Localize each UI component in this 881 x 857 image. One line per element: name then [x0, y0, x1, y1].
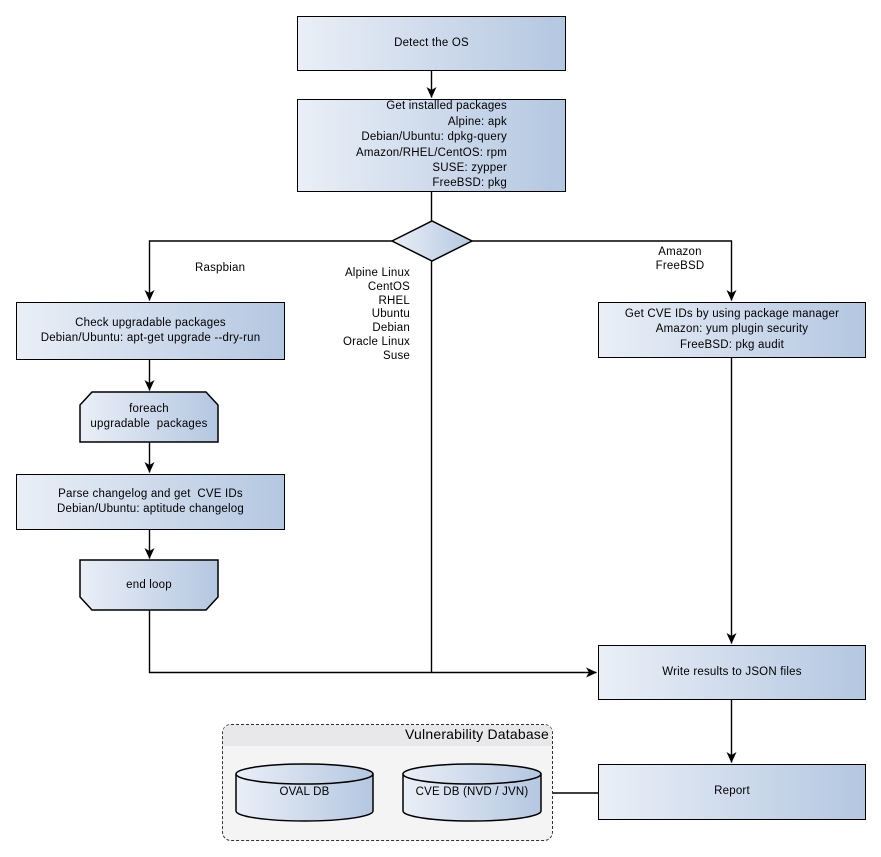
- loop-start-label-wrap: foreach upgradable packages: [80, 392, 218, 442]
- node-get-installed-packages-label: Get installed packages Alpine: apk Debia…: [356, 100, 507, 190]
- edge-label-raspbian: Raspbian: [195, 262, 246, 274]
- node-write-results-json: Write results to JSON files: [598, 645, 866, 700]
- node-detect-os-label: Detect the OS: [394, 36, 469, 49]
- cve-db-label: CVE DB (NVD / JVN): [415, 786, 529, 798]
- loop-end-label-text: end loop: [126, 578, 172, 591]
- node-check-upgradable-packages: Check upgradable packages Debian/Ubuntu:…: [16, 302, 285, 360]
- edge-decision-to-check-raspbian: [144, 240, 392, 301]
- decision-diamond: [390, 220, 474, 262]
- loop-start-label: foreach upgradable packages: [90, 403, 208, 430]
- node-check-upgradable-packages-label: Check upgradable packages Debian/Ubuntu:…: [40, 316, 261, 344]
- node-get-installed-packages: Get installed packages Alpine: apk Debia…: [297, 99, 566, 192]
- cylinder-oval-db-top: [235, 763, 374, 785]
- node-get-cve-ids-label: Get CVE IDs by using package manager Ama…: [624, 307, 840, 351]
- edge-label-amazon-freebsd: Amazon FreeBSD: [655, 246, 705, 272]
- cylinder-oval-db-body: [235, 774, 374, 822]
- node-parse-changelog: Parse changelog and get CVE IDs Debian/U…: [16, 474, 285, 530]
- node-report: Report: [598, 764, 866, 820]
- vulnerability-database-title-strip: [223, 725, 552, 746]
- edge-endloop-to-write: [148, 610, 597, 678]
- loop-end-label: end loop: [80, 560, 218, 610]
- cylinder-cve-db-body: [402, 774, 542, 822]
- cylinder-cve-db-top: [402, 763, 542, 785]
- edge-label-os-list: Alpine Linux CentOS RHEL Ubuntu Debian O…: [343, 267, 410, 362]
- edge-decision-to-getcve-amazon-freebsd: [472, 240, 737, 301]
- node-detect-os: Detect the OS: [297, 16, 566, 71]
- loop-end-shape: [79, 559, 219, 611]
- node-get-cve-ids: Get CVE IDs by using package manager Ama…: [598, 302, 866, 358]
- oval-db-label: OVAL DB: [279, 786, 330, 798]
- loop-start-shape: [79, 391, 219, 443]
- node-report-label: Report: [714, 785, 750, 798]
- node-parse-changelog-label: Parse changelog and get CVE IDs Debian/U…: [57, 487, 244, 515]
- node-write-results-json-label: Write results to JSON files: [662, 665, 802, 678]
- vulnerability-database-title: Vulnerability Database: [405, 726, 549, 742]
